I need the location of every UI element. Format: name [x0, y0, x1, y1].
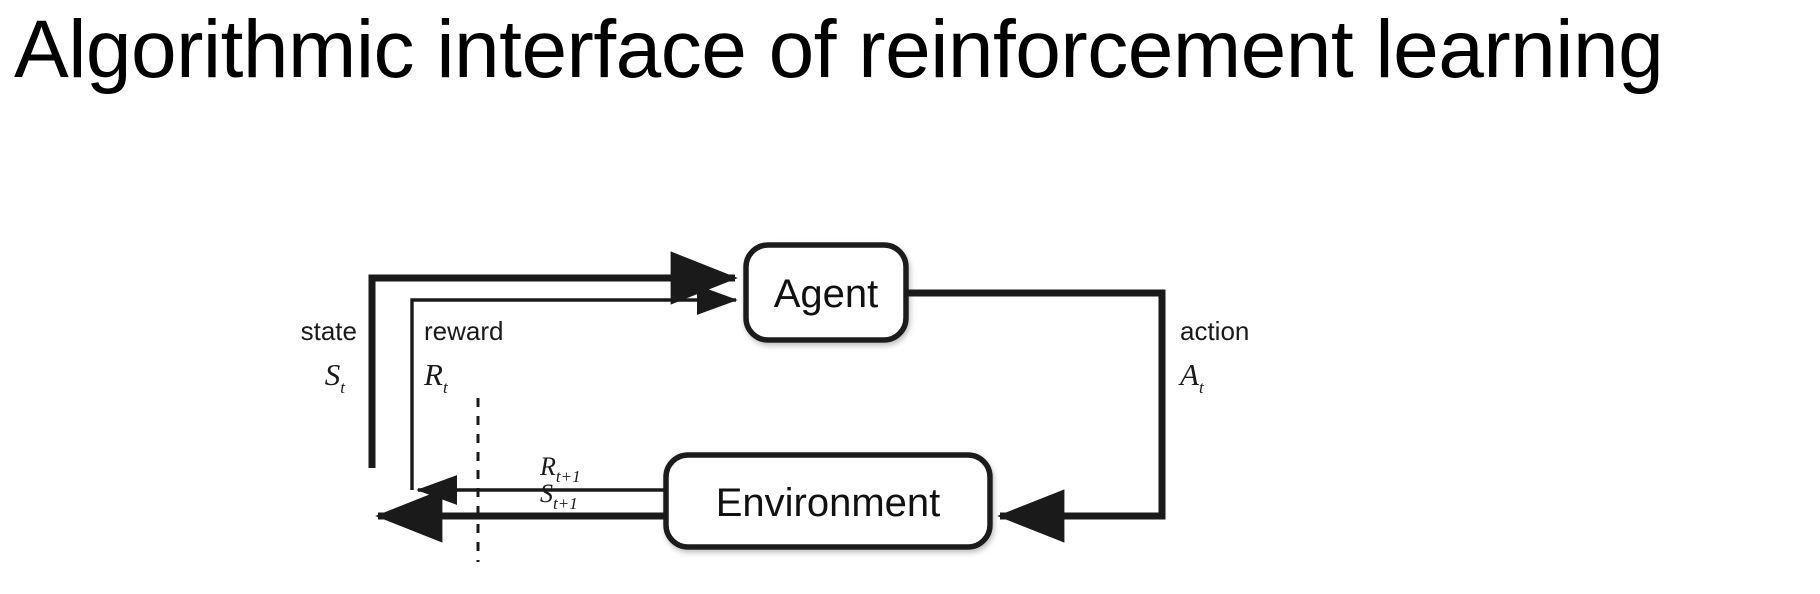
edge-state [368, 251, 738, 468]
reward-math-label: Rt [423, 357, 449, 397]
node-agent: Agent [743, 242, 909, 343]
label-state: state St [301, 316, 357, 397]
reward-word-label: reward [424, 316, 503, 346]
rl-diagram-container: Agent Environment [0, 150, 1820, 590]
label-reward: reward Rt [423, 316, 503, 397]
next-reward-math-label: Rt+1 [539, 452, 581, 486]
next-state-math-label: St+1 [540, 479, 578, 513]
state-math-label: St [325, 357, 347, 397]
environment-box [663, 452, 993, 550]
edge-action [906, 289, 1166, 543]
page-title: Algorithmic interface of reinforcement l… [14, 4, 1664, 95]
label-next-reward: Rt+1 [539, 452, 581, 486]
rl-diagram: Agent Environment [301, 242, 1249, 562]
action-word-label: action [1180, 316, 1249, 346]
label-action: action At [1178, 316, 1249, 397]
edge-reward [410, 285, 738, 490]
environment-box-label: Environment [716, 481, 941, 525]
action-math-label: At [1178, 357, 1205, 397]
agent-box-label: Agent [774, 272, 879, 316]
state-word-label: state [301, 316, 357, 346]
label-next-state: St+1 [540, 479, 578, 513]
node-environment: Environment [663, 452, 993, 550]
